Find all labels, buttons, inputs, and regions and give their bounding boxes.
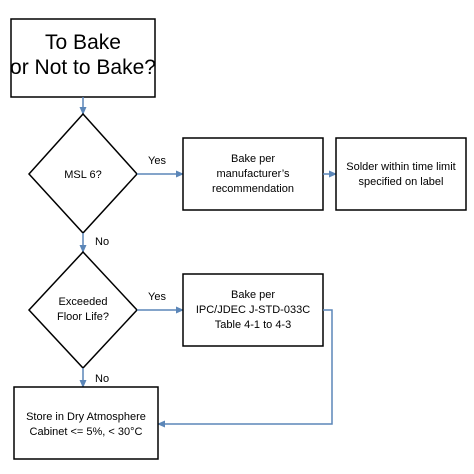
- bake-ipc-line-1: Bake per: [231, 289, 275, 301]
- bake-ipc-box: [182, 273, 324, 347]
- msl-label: MSL 6?: [64, 169, 102, 181]
- solder-line-1: Solder within time limit: [346, 161, 455, 173]
- store-node: Store in Dry Atmosphere Cabinet <= 5%, <…: [13, 386, 159, 460]
- solder-line-2: specified on label: [358, 176, 443, 188]
- store-line-1: Store in Dry Atmosphere: [26, 411, 146, 423]
- solder-box: [335, 137, 467, 211]
- start-node: To Bake or Not to Bake?: [10, 18, 156, 98]
- floor-yes-label: Yes: [148, 291, 166, 303]
- floor-life-line-1: Exceeded: [59, 296, 108, 308]
- start-line-2: or Not to Bake?: [10, 56, 156, 79]
- bake-manufacturer-line-1: Bake per: [231, 153, 275, 165]
- bake-manufacturer-box: [182, 137, 324, 211]
- bake-manufacturer-line-2: manufacturer’s: [217, 168, 290, 180]
- msl-decision-node: MSL 6?: [27, 112, 139, 235]
- bake-ipc-line-3: Table 4-1 to 4-3: [215, 319, 291, 331]
- bake-ipc-node: Bake per IPC/JDEC J-STD-033C Table 4-1 t…: [182, 273, 324, 347]
- floor-life-decision-node: Exceeded Floor Life?: [27, 250, 139, 370]
- edge-bake-ipc-to-store: [157, 309, 333, 428]
- floor-life-diamond: [27, 250, 139, 370]
- msl-no-label: No: [95, 236, 109, 248]
- store-line-2: Cabinet <= 5%, < 30°C: [30, 426, 143, 438]
- bake-manufacturer-node: Bake per manufacturer’s recommendation: [182, 137, 324, 211]
- floor-life-line-2: Floor Life?: [57, 311, 109, 323]
- solder-node: Solder within time limit specified on la…: [335, 137, 467, 211]
- store-box: [13, 386, 159, 460]
- bake-manufacturer-line-3: recommendation: [212, 183, 294, 195]
- start-line-1: To Bake: [45, 31, 121, 54]
- floor-no-label: No: [95, 373, 109, 385]
- bake-ipc-line-2: IPC/JDEC J-STD-033C: [196, 304, 310, 316]
- start-box: [10, 18, 156, 98]
- msl-yes-label: Yes: [148, 155, 166, 167]
